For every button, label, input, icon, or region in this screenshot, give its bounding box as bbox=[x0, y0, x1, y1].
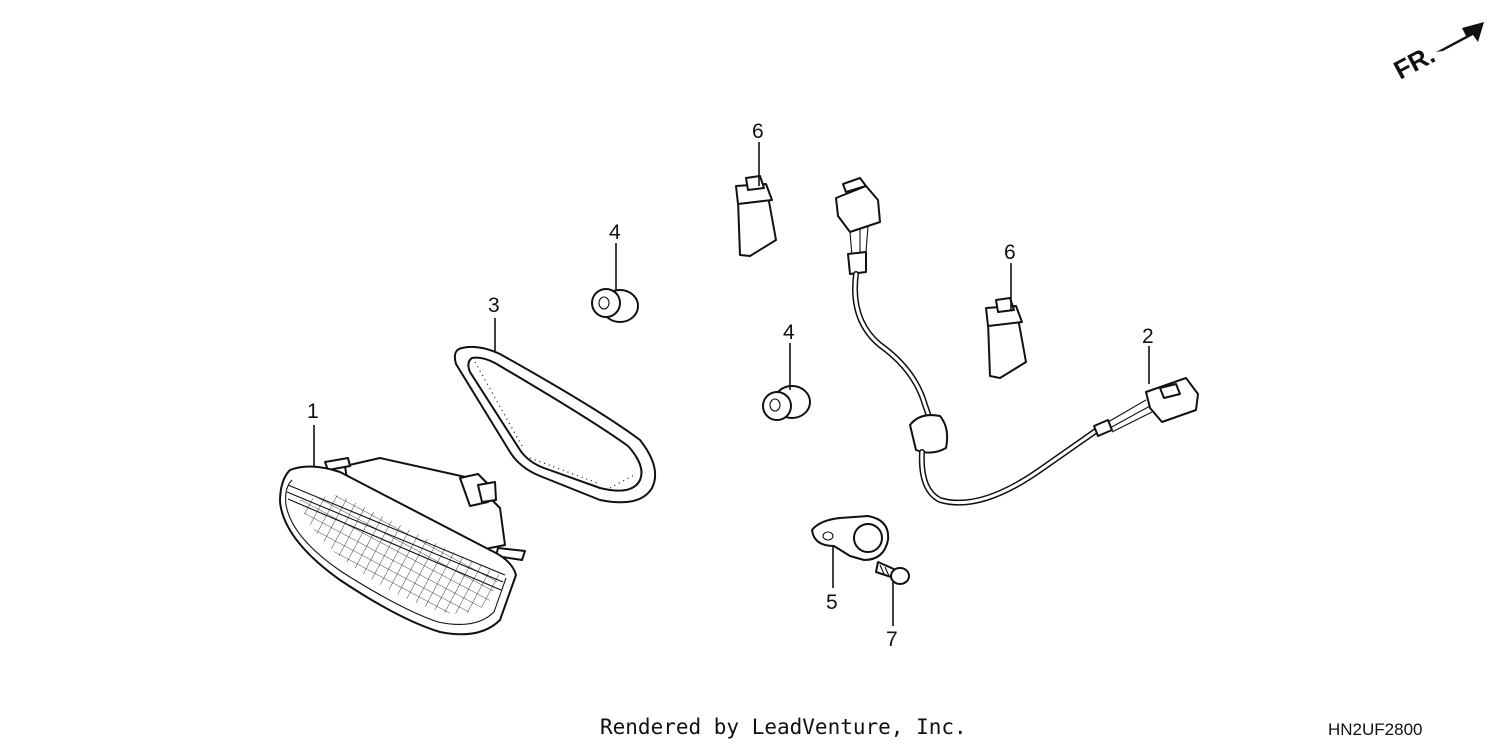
callout-3: 3 bbox=[488, 294, 500, 317]
callout-4-lower: 4 bbox=[783, 321, 795, 344]
leader-lines bbox=[313, 142, 1150, 626]
callout-1: 1 bbox=[307, 400, 319, 423]
render-credit: Rendered by LeadVenture, Inc. bbox=[600, 715, 967, 739]
socket-upper bbox=[735, 175, 777, 257]
grommet-lower bbox=[762, 385, 811, 421]
callout-6-upper: 6 bbox=[752, 120, 764, 143]
grommet-upper bbox=[591, 288, 639, 323]
wire-harness bbox=[835, 177, 1199, 506]
screw bbox=[875, 561, 910, 585]
fr-label: FR. bbox=[1389, 39, 1440, 85]
socket-right bbox=[985, 297, 1027, 379]
front-direction-marker: FR. bbox=[1389, 22, 1484, 85]
diagram-code: HN2UF2800 bbox=[1328, 720, 1423, 739]
callout-6-right: 6 bbox=[1004, 241, 1016, 264]
gasket bbox=[453, 345, 656, 504]
callout-5: 5 bbox=[826, 591, 838, 614]
callout-7: 7 bbox=[886, 628, 898, 651]
taillight-assembly bbox=[279, 457, 526, 636]
callout-2: 2 bbox=[1142, 325, 1154, 348]
callout-4-upper: 4 bbox=[609, 221, 621, 244]
callout-labels: 1 2 3 4 4 5 6 6 7 bbox=[307, 120, 1154, 651]
wire-clamp bbox=[811, 515, 890, 561]
front-arrow-icon bbox=[1436, 22, 1484, 52]
